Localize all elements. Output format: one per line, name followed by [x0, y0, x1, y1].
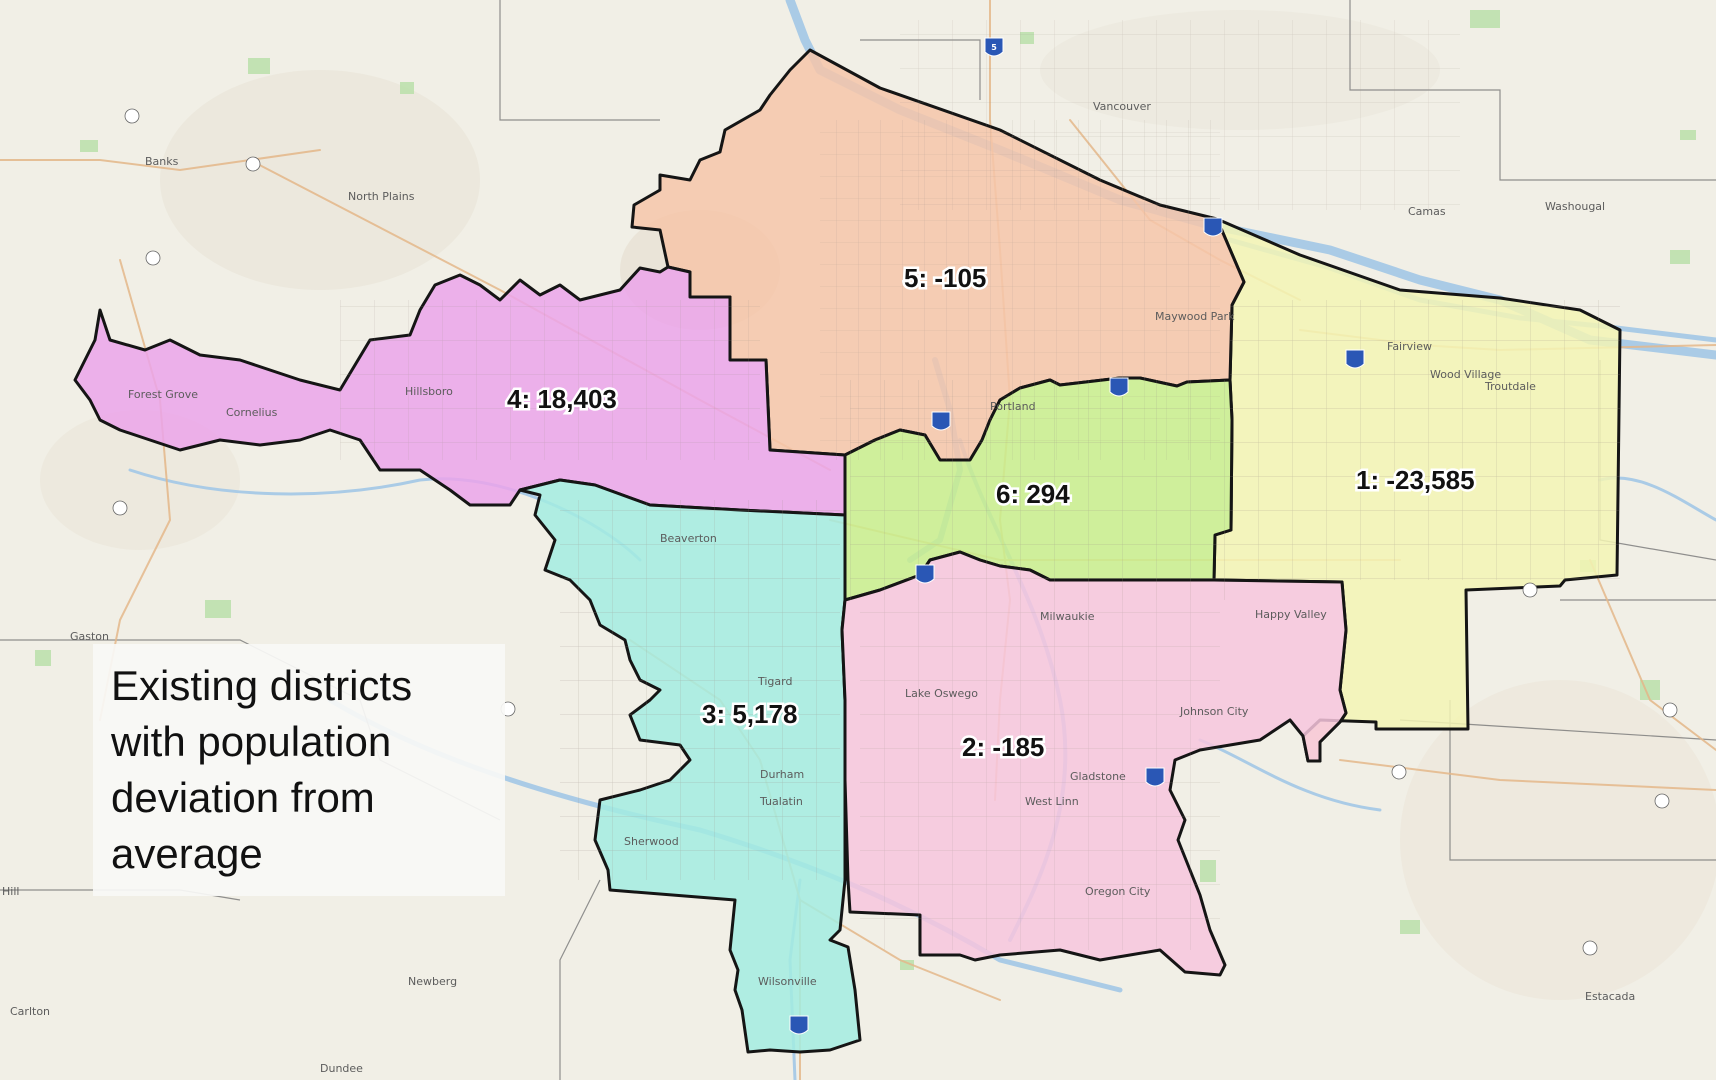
- svg-text:Hillsboro: Hillsboro: [405, 385, 453, 398]
- district-2-label: 2: -185: [962, 732, 1044, 762]
- svg-text:Forest Grove: Forest Grove: [128, 388, 198, 401]
- district-1-label: 1: -23,585: [1356, 465, 1475, 495]
- svg-text:Estacada: Estacada: [1585, 990, 1635, 1003]
- district-labels: 1: -23,585 2: -185 3: 5,178 4: 18,403 5:…: [505, 261, 1478, 765]
- svg-text:Hill: Hill: [2, 885, 19, 898]
- svg-text:Gaston: Gaston: [70, 630, 109, 643]
- svg-text:Cornelius: Cornelius: [226, 406, 278, 419]
- place-labels: Banks North Plains Hillsboro Forest Grov…: [2, 100, 1635, 1075]
- district-6-label: 6: 294: [996, 479, 1070, 509]
- svg-text:Milwaukie: Milwaukie: [1040, 610, 1095, 623]
- svg-text:Dundee: Dundee: [320, 1062, 363, 1075]
- interstate-5-shield-south: [789, 1015, 809, 1035]
- svg-text:Gladstone: Gladstone: [1070, 770, 1126, 783]
- legend-line-2: with population: [111, 718, 392, 765]
- svg-text:Fairview: Fairview: [1387, 340, 1432, 353]
- svg-text:Troutdale: Troutdale: [1484, 380, 1536, 393]
- svg-text:North Plains: North Plains: [348, 190, 415, 203]
- svg-text:Tualatin: Tualatin: [759, 795, 803, 808]
- interstate-84-shield: [1345, 349, 1365, 369]
- svg-text:West Linn: West Linn: [1025, 795, 1079, 808]
- svg-text:Camas: Camas: [1408, 205, 1446, 218]
- svg-text:Carlton: Carlton: [10, 1005, 50, 1018]
- highway-shields: 5: [112, 37, 1678, 1035]
- legend-caption-box: Existing districts with population devia…: [93, 644, 505, 896]
- legend-line-1: Existing districts: [111, 662, 413, 709]
- interstate-205-shield: [1203, 217, 1223, 237]
- svg-text:Oregon City: Oregon City: [1085, 885, 1151, 898]
- svg-text:Beaverton: Beaverton: [660, 532, 717, 545]
- svg-text:Wilsonville: Wilsonville: [758, 975, 817, 988]
- legend-line-3: deviation from: [111, 774, 375, 821]
- svg-text:Washougal: Washougal: [1545, 200, 1605, 213]
- svg-text:Johnson City: Johnson City: [1179, 705, 1249, 718]
- interstate-84-shield-west: [1109, 377, 1129, 397]
- legend-line-4: average: [111, 830, 263, 877]
- svg-text:Banks: Banks: [145, 155, 179, 168]
- interstate-205-shield-south: [1145, 767, 1165, 787]
- district-3-label: 3: 5,178: [702, 699, 797, 729]
- district-5-label: 5: -105: [904, 263, 986, 293]
- district-4-label: 4: 18,403: [507, 384, 617, 414]
- svg-text:5: 5: [991, 43, 997, 52]
- svg-text:Sherwood: Sherwood: [624, 835, 679, 848]
- svg-text:Durham: Durham: [760, 768, 804, 781]
- svg-text:Newberg: Newberg: [408, 975, 457, 988]
- state-route-shields: [112, 108, 1678, 956]
- interstate-5-shield-north: 5: [984, 37, 1004, 57]
- svg-text:Tigard: Tigard: [757, 675, 792, 688]
- svg-text:Wood Village: Wood Village: [1430, 368, 1501, 381]
- svg-text:Portland: Portland: [990, 400, 1036, 413]
- svg-text:Happy Valley: Happy Valley: [1255, 608, 1327, 621]
- svg-text:Vancouver: Vancouver: [1093, 100, 1151, 113]
- svg-text:Lake Oswego: Lake Oswego: [905, 687, 978, 700]
- interstate-405-shield: [931, 411, 951, 431]
- svg-text:Maywood Park: Maywood Park: [1155, 310, 1235, 323]
- interstate-5-shield-mid: [915, 564, 935, 584]
